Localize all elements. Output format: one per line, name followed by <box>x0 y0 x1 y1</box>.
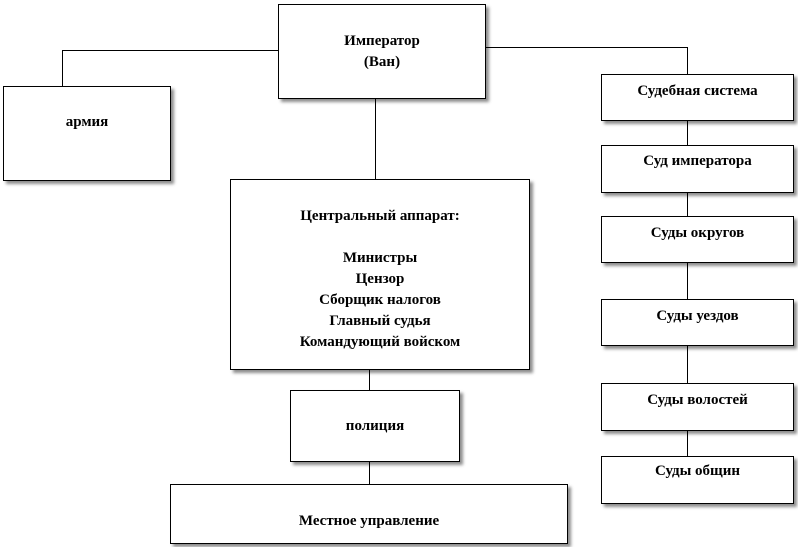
connector-army-vertical <box>62 50 63 86</box>
central-item-ministers: Министры <box>342 250 418 266</box>
connector-emperor-army <box>62 50 280 51</box>
connector-judicial-vertical <box>687 47 688 74</box>
emperor-box: Император (Ван) <box>278 4 486 99</box>
emperor-sublabel: (Ван) <box>363 53 401 70</box>
connector-emperor-central <box>375 99 376 179</box>
judicial-system-label: Судебная система <box>637 83 758 99</box>
connector-central-police <box>369 370 370 390</box>
army-box: армия <box>3 86 171 181</box>
court-volosts-label: Суды волостей <box>647 392 748 408</box>
court-districts-box: Суды округов <box>601 216 794 263</box>
police-label: полиция <box>345 417 405 434</box>
central-apparatus-title: Центральный аппарат: <box>300 208 460 224</box>
court-volosts-box: Суды волостей <box>601 383 794 431</box>
emperor-label: Император <box>344 32 420 49</box>
connector-court1-court2 <box>687 193 688 216</box>
court-emperor-box: Суд императора <box>601 145 794 193</box>
central-item-chief-judge: Главный судья <box>329 313 431 329</box>
army-label: армия <box>65 114 109 130</box>
central-item-censor: Цензор <box>355 271 405 287</box>
court-communities-label: Суды общин <box>654 463 740 479</box>
connector-judicial-court1 <box>687 121 688 145</box>
local-government-box: Местное управление <box>170 484 568 544</box>
connector-court4-court5 <box>687 431 688 456</box>
court-districts-label: Суды округов <box>650 225 745 241</box>
connector-police-local <box>369 462 370 484</box>
central-item-tax-collector: Сборщик налогов <box>319 292 441 308</box>
court-communities-box: Суды общин <box>601 456 794 504</box>
connector-emperor-judicial <box>486 47 688 48</box>
court-emperor-label: Суд императора <box>643 153 752 169</box>
connector-court2-court3 <box>687 263 688 299</box>
central-apparatus-box: Центральный аппарат: Министры Цензор Сбо… <box>230 179 530 370</box>
local-government-label: Местное управление <box>298 513 440 529</box>
court-counties-label: Суды уездов <box>656 308 739 324</box>
judicial-system-box: Судебная система <box>601 74 794 121</box>
central-item-army-commander: Командующий войском <box>299 334 461 350</box>
connector-court3-court4 <box>687 346 688 383</box>
court-counties-box: Суды уездов <box>601 299 794 346</box>
police-box: полиция <box>290 390 460 462</box>
